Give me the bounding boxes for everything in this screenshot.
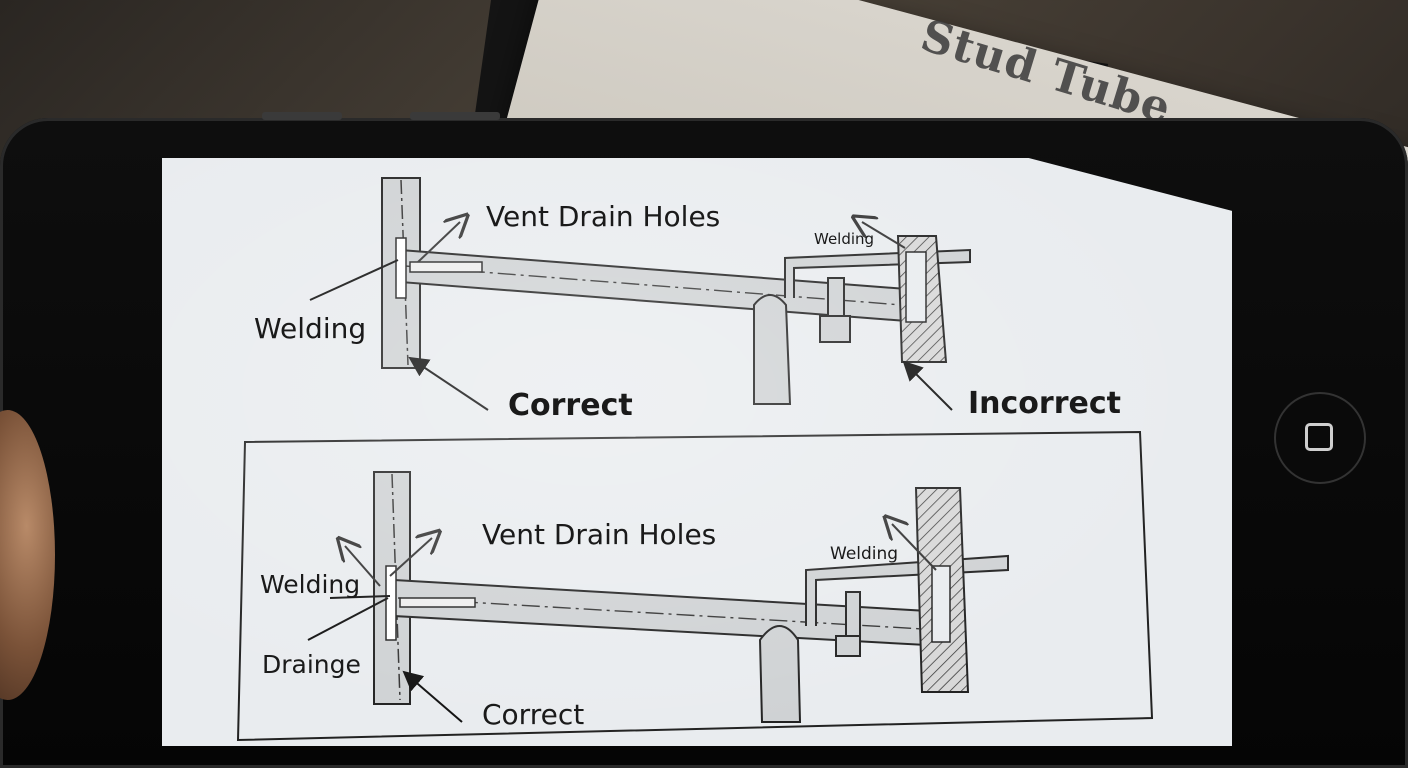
- bottom-frame: [236, 430, 1154, 742]
- vent-arrow: [892, 524, 937, 571]
- drainage-label: Drainge: [262, 650, 361, 679]
- welding-label: Welding: [814, 230, 875, 248]
- vent-drain-holes-label: Vent Drain Holes: [482, 518, 717, 551]
- incorrect-leader: [902, 360, 953, 411]
- volume-button[interactable]: [262, 112, 342, 120]
- vent-hole: [399, 597, 476, 608]
- vent-arrow: [862, 222, 906, 249]
- support-post: [753, 294, 792, 405]
- volume-button[interactable]: [410, 112, 500, 120]
- sloped-pipe: [393, 578, 946, 648]
- incorrect-label: Incorrect: [968, 386, 1121, 421]
- drainage-leader: [307, 597, 389, 641]
- home-button[interactable]: [1274, 392, 1366, 484]
- weld-bead: [395, 237, 407, 299]
- phone-screen: [162, 158, 1232, 746]
- correct-leader: [402, 670, 463, 723]
- welding-leader: [329, 595, 391, 599]
- correct-label: Correct: [482, 698, 585, 731]
- vent-arrow: [389, 538, 432, 577]
- support-post: [758, 625, 802, 723]
- weld-bead: [385, 565, 397, 641]
- welding-label: Welding: [254, 312, 367, 345]
- bottom-diagram: [307, 471, 1009, 723]
- center-line: [397, 597, 941, 631]
- welding-label: Welding: [830, 544, 899, 564]
- welding-leader: [309, 259, 399, 301]
- top-diagram: [309, 177, 971, 411]
- vent-arrow: [345, 546, 381, 587]
- welding-label: Welding: [260, 570, 361, 599]
- correct-label: Correct: [508, 388, 633, 423]
- vent-drain-holes-label: Vent Drain Holes: [486, 200, 721, 233]
- vent-arrow: [417, 222, 460, 263]
- correct-leader: [408, 356, 489, 411]
- home-square-icon: [1305, 423, 1333, 451]
- vent-hole: [409, 261, 483, 273]
- welding-pipe: [805, 554, 1009, 626]
- center-line: [400, 179, 409, 366]
